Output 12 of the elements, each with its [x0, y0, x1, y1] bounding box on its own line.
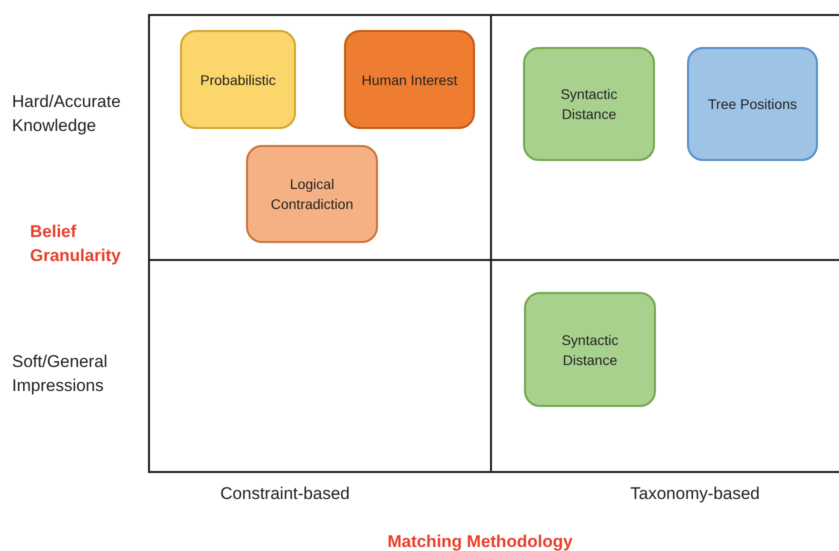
axis-category-label: Constraint-based	[219, 483, 351, 505]
axis-category-label: Taxonomy-based	[629, 483, 761, 505]
axis-title: Matching Methodology	[386, 531, 574, 551]
category-box: Syntactic Distance	[524, 292, 656, 407]
axis-title: Belief Granularity	[30, 221, 122, 267]
axis-category-label: Soft/General Impressions	[12, 351, 108, 397]
category-box: Logical Contradiction	[246, 145, 378, 243]
category-box: Syntactic Distance	[523, 47, 655, 161]
category-box: Probabilistic	[180, 30, 296, 129]
axis-category-label: Hard/Accurate Knowledge	[12, 91, 122, 137]
category-box: Human Interest	[344, 30, 475, 129]
category-box: Tree Positions	[687, 47, 818, 161]
